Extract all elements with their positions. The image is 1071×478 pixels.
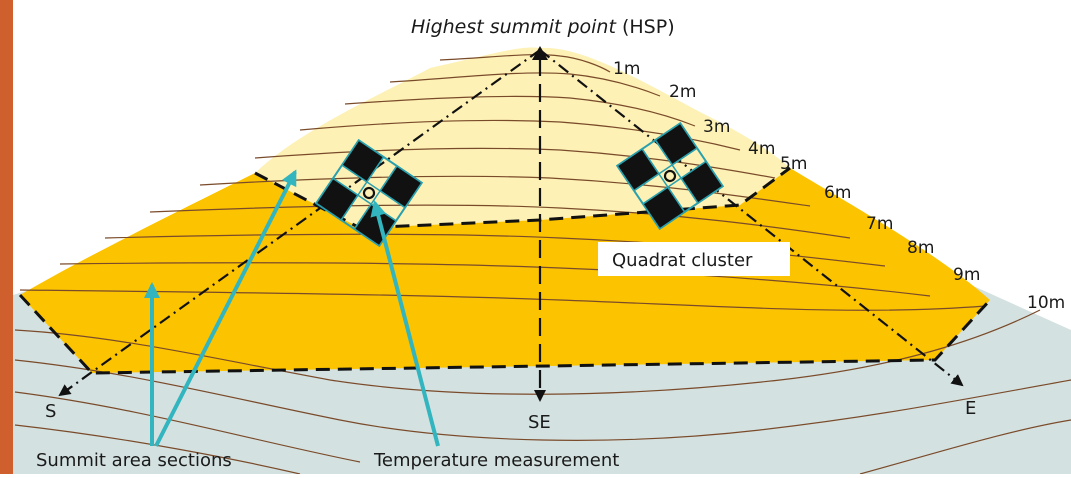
pointer-arrows [144, 169, 440, 447]
quadrat-cluster-left [314, 138, 424, 248]
title-abbr: (HSP) [616, 16, 675, 38]
contour-label: 6m [824, 183, 851, 203]
contour-label: 1m [613, 59, 640, 79]
page-title: Highest summit point (HSP) [411, 16, 675, 38]
contour-label: 10m [1027, 293, 1065, 313]
lower-summit-section [20, 168, 990, 373]
contour-label: 4m [748, 139, 775, 159]
title-italic: Highest summit point [411, 16, 617, 38]
contour-label: 2m [669, 82, 696, 102]
direction-lines [58, 49, 964, 397]
contour-label: 5m [780, 154, 807, 174]
contour-label: 3m [703, 117, 730, 137]
temperature-logger-right [663, 169, 677, 183]
quadrat-cluster-label-box [598, 242, 790, 276]
contour-label: 8m [907, 238, 934, 258]
frame-left-bar [0, 0, 13, 474]
contour-label: 9m [953, 265, 980, 285]
direction-label-east: E [965, 398, 976, 419]
direction-label-southeast: SE [528, 412, 551, 433]
quadrat-cluster-right [615, 121, 725, 231]
contour-label: 7m [866, 214, 893, 234]
direction-label-south: S [45, 401, 56, 422]
contour-lines [14, 54, 1071, 475]
quadrat-cluster-label: Quadrat cluster [612, 250, 753, 271]
temperature-label: Temperature measurement [373, 450, 619, 471]
contour-labels: 1m 2m 3m 4m 5m 6m 7m 8m 9m 10m [613, 59, 1065, 313]
temperature-logger-left [362, 186, 376, 200]
hsp-arrowhead [532, 46, 548, 60]
summit-sections-label: Summit area sections [36, 450, 232, 471]
